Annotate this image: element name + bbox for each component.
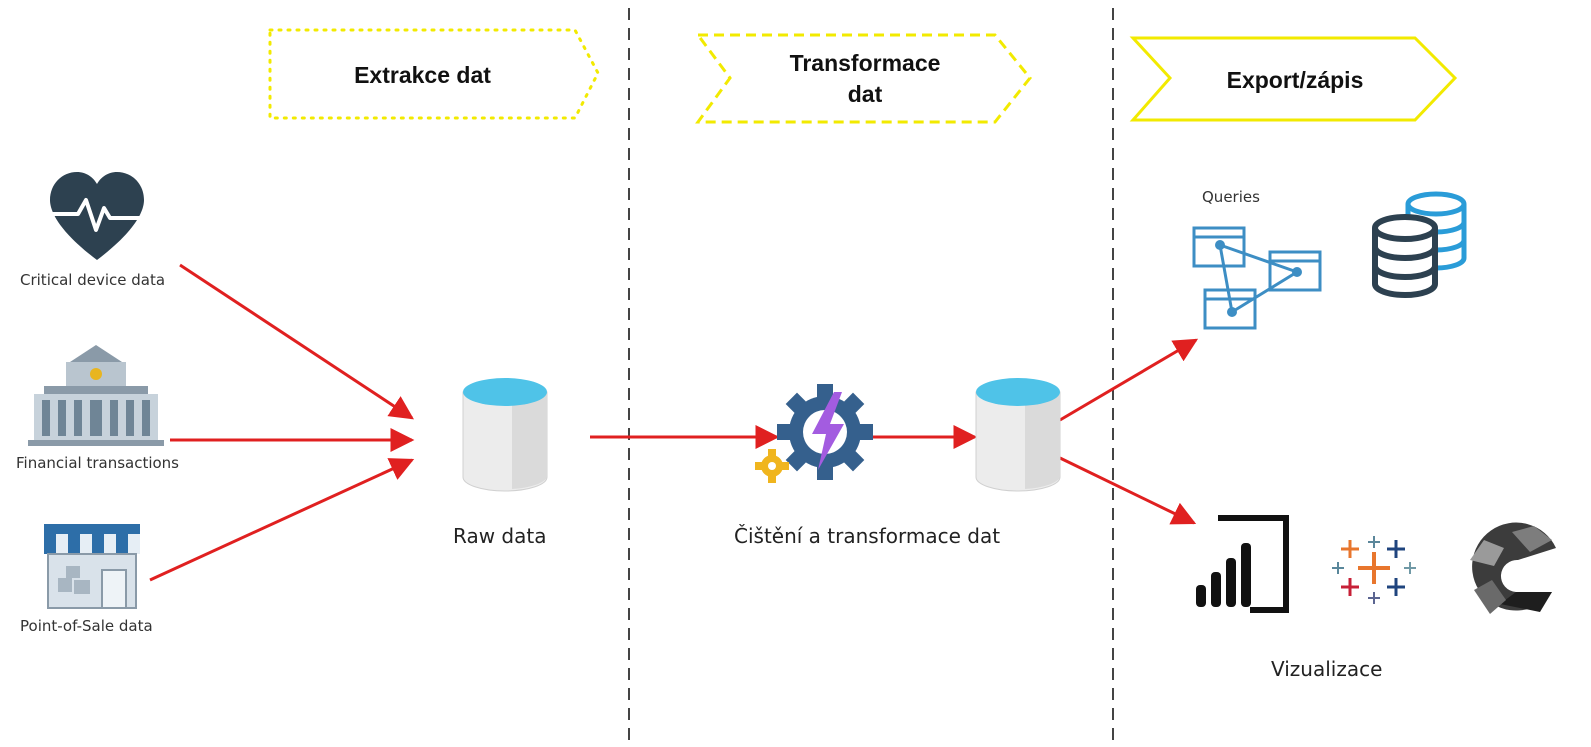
arrow-pos-to-raw <box>149 458 415 582</box>
database-cylinder-icon <box>462 378 548 492</box>
transform-label: Čištění a transformace dat <box>734 524 1001 548</box>
query-nodes <box>1215 240 1302 317</box>
heart-pulse-icon <box>50 172 144 260</box>
database-stack-icon <box>1372 191 1467 298</box>
gear-lightning-icon <box>755 384 873 483</box>
source-label-device: Critical device data <box>20 271 166 289</box>
stage-title-transform-line2: dat <box>847 81 883 107</box>
query-diagram-icon <box>1192 226 1322 330</box>
arrow-device-to-raw <box>179 263 415 420</box>
queries-label: Queries <box>1202 188 1260 206</box>
clean-database-icon <box>975 378 1061 492</box>
raw-data-label: Raw data <box>453 524 547 548</box>
arrow-clean-to-queries <box>1059 338 1199 422</box>
grafana-like-icon <box>1470 522 1556 614</box>
transform-stage-banner <box>695 33 1032 124</box>
tableau-icon <box>1332 536 1416 604</box>
power-bi-icon <box>1196 515 1289 613</box>
stage-title-export: Export/zápis <box>1226 67 1364 93</box>
extract-stage-banner <box>268 28 600 120</box>
stage-title-transform-line1: Transformace <box>789 50 941 76</box>
stage-title-extract: Extrakce dat <box>354 62 491 88</box>
arrow-clean-to-visualization <box>1059 456 1197 525</box>
source-label-pos: Point-of-Sale data <box>20 617 153 635</box>
visualization-label: Vizualizace <box>1271 657 1383 681</box>
bank-building-icon <box>28 345 164 446</box>
export-stage-banner <box>1129 36 1458 122</box>
store-front-icon <box>44 524 140 609</box>
source-label-finance: Financial transactions <box>16 454 180 472</box>
